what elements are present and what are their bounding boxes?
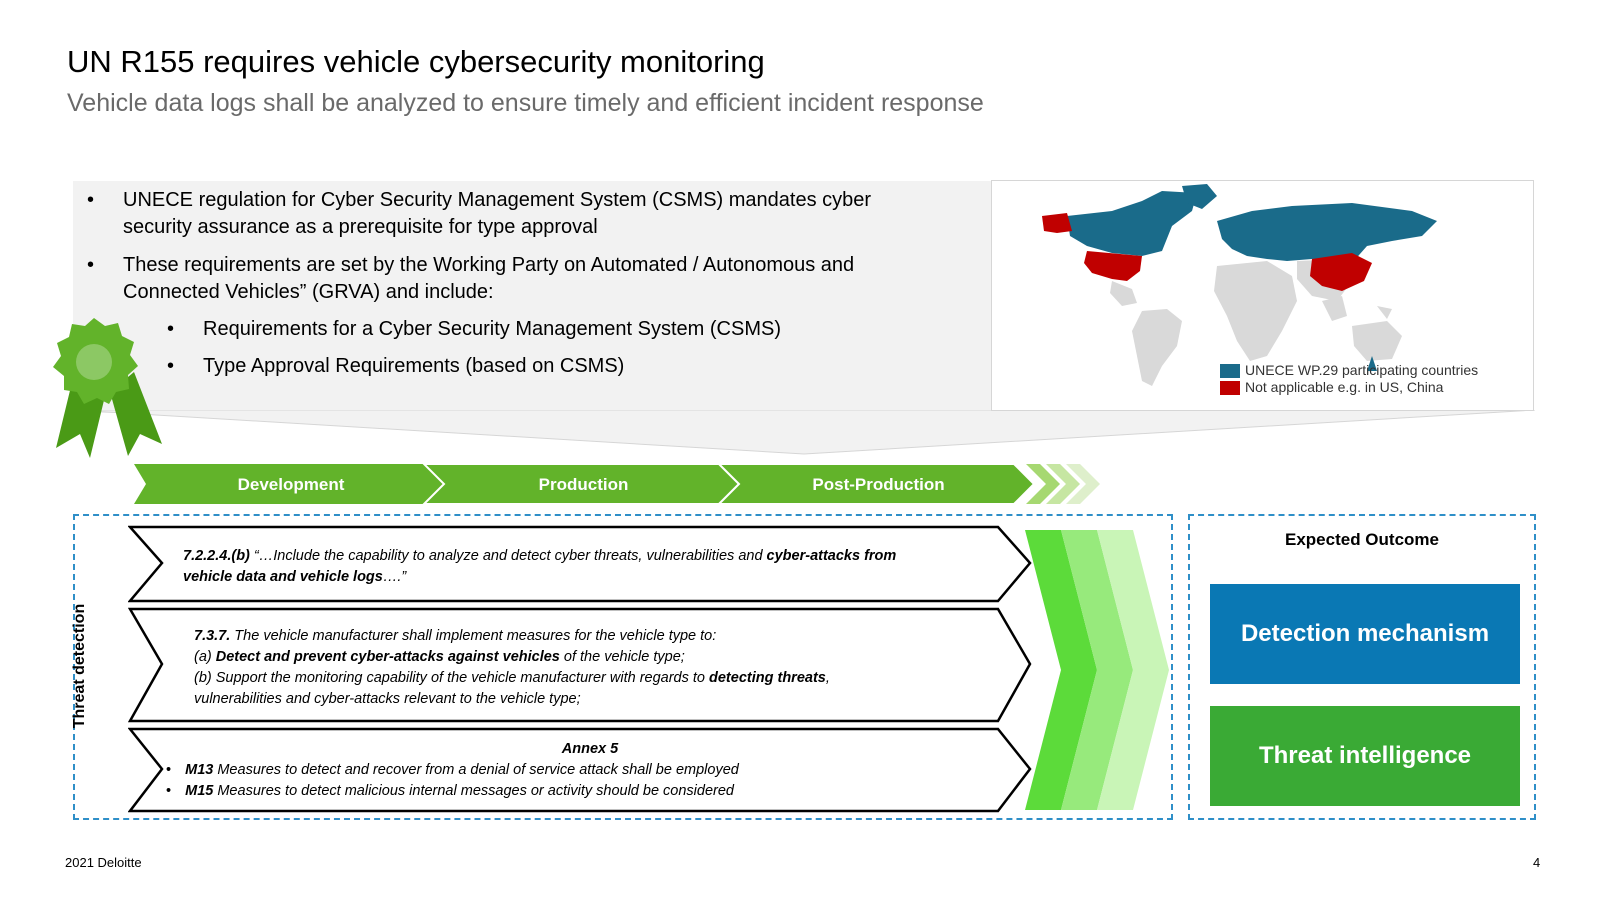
req-737-line3-a: (b) Support the monitoring capability of… — [194, 670, 710, 686]
req-737-text: 7.3.7. The vehicle manufacturer shall im… — [194, 626, 994, 710]
req-737-line3-bold: detecting threats — [709, 670, 826, 686]
phase-chevron-development — [134, 464, 444, 504]
bullet-dot: • — [87, 254, 95, 276]
bullet-dot: • — [87, 189, 95, 211]
req-7224-text: 7.2.2.4.(b) “…Include the capability to … — [183, 546, 983, 588]
req-7224-bold-b: vehicle data and vehicle logs — [183, 569, 383, 585]
req-737-line3-b: , — [825, 670, 830, 686]
req-7224-bold-a: cyber-attacks from — [766, 548, 897, 564]
sub-bullet-type-approval: Type Approval Requirements (based on CSM… — [203, 355, 625, 377]
world-map — [1042, 184, 1437, 386]
annex5-bullet: • — [166, 783, 172, 799]
annex5-bullet: • — [166, 762, 172, 778]
phase-chevron-post-production — [716, 464, 1036, 505]
world-map-panel: UNECE WP.29 participating countries Not … — [991, 180, 1534, 411]
phase-label-post-production: Post-Production — [812, 475, 945, 494]
info-panel: • UNECE regulation for Cyber Security Ma… — [73, 181, 991, 413]
req-737-ref: 7.3.7. — [194, 628, 231, 644]
bullet-grva-line1: These requirements are set by the Workin… — [123, 254, 855, 276]
map-land-blue — [1067, 184, 1437, 371]
map-land-red — [1042, 213, 1372, 291]
annex5-title-text: Annex 5 — [561, 741, 619, 757]
req-737-line1: The vehicle manufacturer shall implement… — [230, 628, 717, 644]
req-chevron-annex5 — [128, 727, 1032, 813]
annex5-m15-code: M15 — [185, 783, 214, 799]
footer-copyright: 2021 Deloitte — [65, 855, 142, 870]
annex5-m13-text: Measures to detect and recover from a de… — [213, 762, 739, 778]
sub-bullet-csms: Requirements for a Cyber Security Manage… — [203, 318, 781, 340]
req-737-line4: vulnerabilities and cyber-attacks releva… — [194, 691, 581, 707]
threat-detection-box — [73, 514, 1173, 820]
outcome-arrows — [1025, 530, 1169, 810]
annex5-m13-code: M13 — [185, 762, 214, 778]
requirement-chevrons — [128, 525, 1032, 813]
sub-bullet-dot: • — [167, 355, 175, 377]
req-737-line2-b: of the vehicle type; — [559, 649, 685, 665]
expected-outcome-box — [1188, 514, 1536, 820]
phase-label-production: Production — [538, 475, 629, 494]
bullet-csms-line1: UNECE regulation for Cyber Security Mana… — [123, 189, 872, 211]
threat-detection-label-text: Threat detection — [71, 603, 88, 729]
legend-swatch-red — [1220, 381, 1240, 395]
bullet-csms-line2: security assurance as a prerequisite for… — [123, 216, 598, 238]
annex5-title: Annex 5 — [160, 739, 1020, 760]
outcome-card-threat-intel: Threat intelligence — [1210, 706, 1520, 806]
annex5-m15-text: Measures to detect malicious internal me… — [213, 783, 734, 799]
req-7224-text-a: “…Include the capability to analyze and … — [249, 548, 767, 564]
outcome-card-detection: Detection mechanism — [1210, 584, 1520, 684]
bullet-grva-line2: Connected Vehicles” (GRVA) and include: — [123, 281, 494, 303]
req-7224-text-b: ….” — [382, 569, 407, 585]
sub-bullet-dot: • — [167, 318, 175, 340]
req-737-line2-a: (a) — [194, 649, 216, 665]
expected-outcome-title: Expected Outcome — [1285, 530, 1439, 549]
funnel-shape — [73, 410, 1535, 455]
req-737-line2-bold: Detect and prevent cyber-attacks against… — [215, 649, 560, 665]
page-number: 4 — [1533, 855, 1541, 870]
arrow-green-3 — [1097, 530, 1169, 810]
legend-swatch-blue — [1220, 364, 1240, 378]
phase-chevrons — [134, 464, 1100, 505]
legend-label-participating: UNECE WP.29 participating countries — [1245, 362, 1479, 378]
page-subtitle: Vehicle data logs shall be analyzed to e… — [67, 89, 984, 117]
page-title: UN R155 requires vehicle cybersecurity m… — [67, 44, 765, 79]
phase-label-development: Development — [237, 475, 345, 494]
req-chevron-7224 — [128, 525, 1032, 603]
req-7224-ref: 7.2.2.4.(b) — [183, 548, 250, 564]
legend-label-not-applicable: Not applicable e.g. in US, China — [1245, 379, 1444, 395]
req-chevron-737 — [128, 607, 1032, 723]
annex5-items: • M13 Measures to detect and recover fro… — [166, 760, 1026, 802]
map-land-gray — [1110, 259, 1402, 386]
award-ribbon-icon — [53, 318, 162, 458]
